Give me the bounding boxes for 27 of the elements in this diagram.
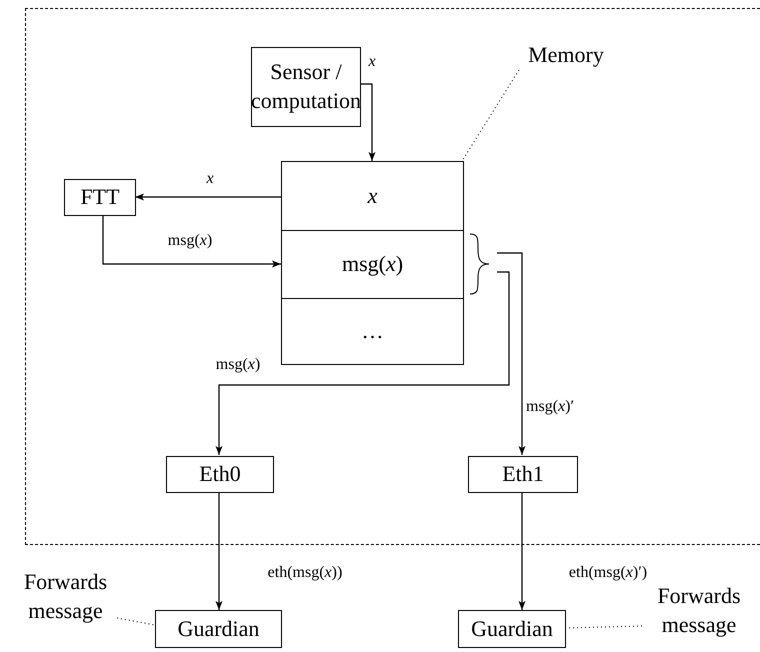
leader-line [462, 70, 520, 162]
memory-cell: msg(x) [282, 230, 463, 298]
process-box: Sensor / computation [251, 47, 361, 127]
interface-box: Eth0 [166, 456, 274, 493]
process-box: FTT [64, 179, 136, 216]
edge-label: msg(x) [166, 232, 214, 250]
memory-block [282, 162, 463, 364]
interface-box: Eth1 [468, 456, 578, 493]
memory-label: Memory [528, 40, 604, 69]
edge-label: eth(msg(x)′) [566, 564, 650, 582]
edge-label: eth(msg(x)) [266, 564, 344, 582]
memory-cell: x [282, 162, 463, 230]
arrow [216, 492, 222, 610]
edge-label: msg(x) [214, 356, 262, 374]
arrow [102, 215, 281, 268]
guardian-box: Guardian [458, 610, 566, 648]
arrow [135, 194, 281, 200]
arrow [360, 83, 376, 161]
memory-cell: … [282, 298, 463, 364]
note-text: Forwards message [656, 582, 742, 639]
guardian-box: Guardian [155, 610, 282, 648]
edge-label: msg(x)′ [524, 398, 576, 416]
arrow [216, 271, 510, 455]
arrow [497, 252, 526, 455]
arrow [518, 492, 526, 610]
leader-line [116, 618, 156, 626]
note-text: Forwards message [22, 568, 108, 625]
